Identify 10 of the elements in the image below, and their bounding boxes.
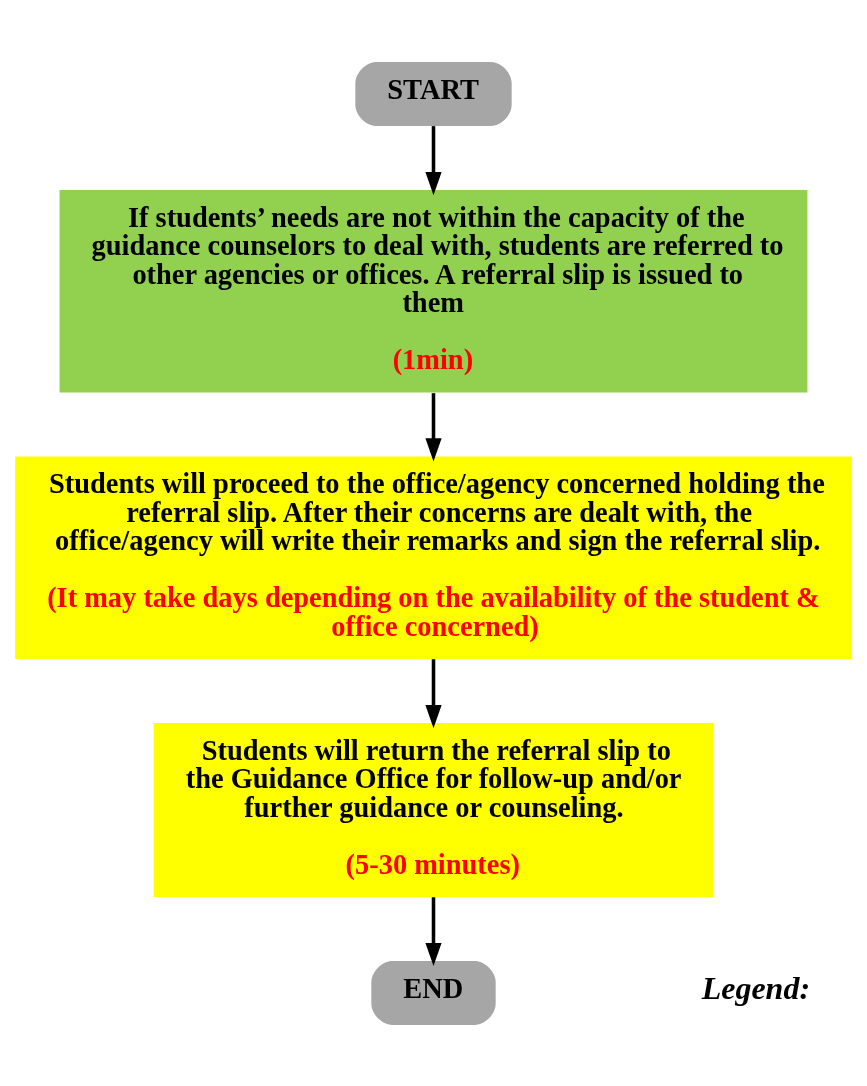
- node-box: If students’ needs are not within the capacity of the guidance counselors to deal with, students are referred to other agencies or offices. A referral slip is issued to them (1min): [59, 189, 808, 392]
- node-box: Students will proceed to the office/agency concerned holding the referral slip. After their concerns are dealt with, the office/agency will write their remarks and sign the referral slip. (It may take days depending on the availability of the student & office concerned): [15, 455, 852, 659]
- node-box: START: [355, 61, 512, 126]
- node-box: Students will return the referral slip to the Guidance Office for follow-up and/or further guidance or counseling. (5-30 minutes): [153, 722, 714, 897]
- arrow: [425, 125, 442, 195]
- arrow: [425, 392, 442, 461]
- node-box: END: [371, 960, 496, 1025]
- label: Legend:: [701, 970, 811, 1006]
- arrow: [425, 658, 442, 728]
- arrow: [425, 896, 442, 966]
